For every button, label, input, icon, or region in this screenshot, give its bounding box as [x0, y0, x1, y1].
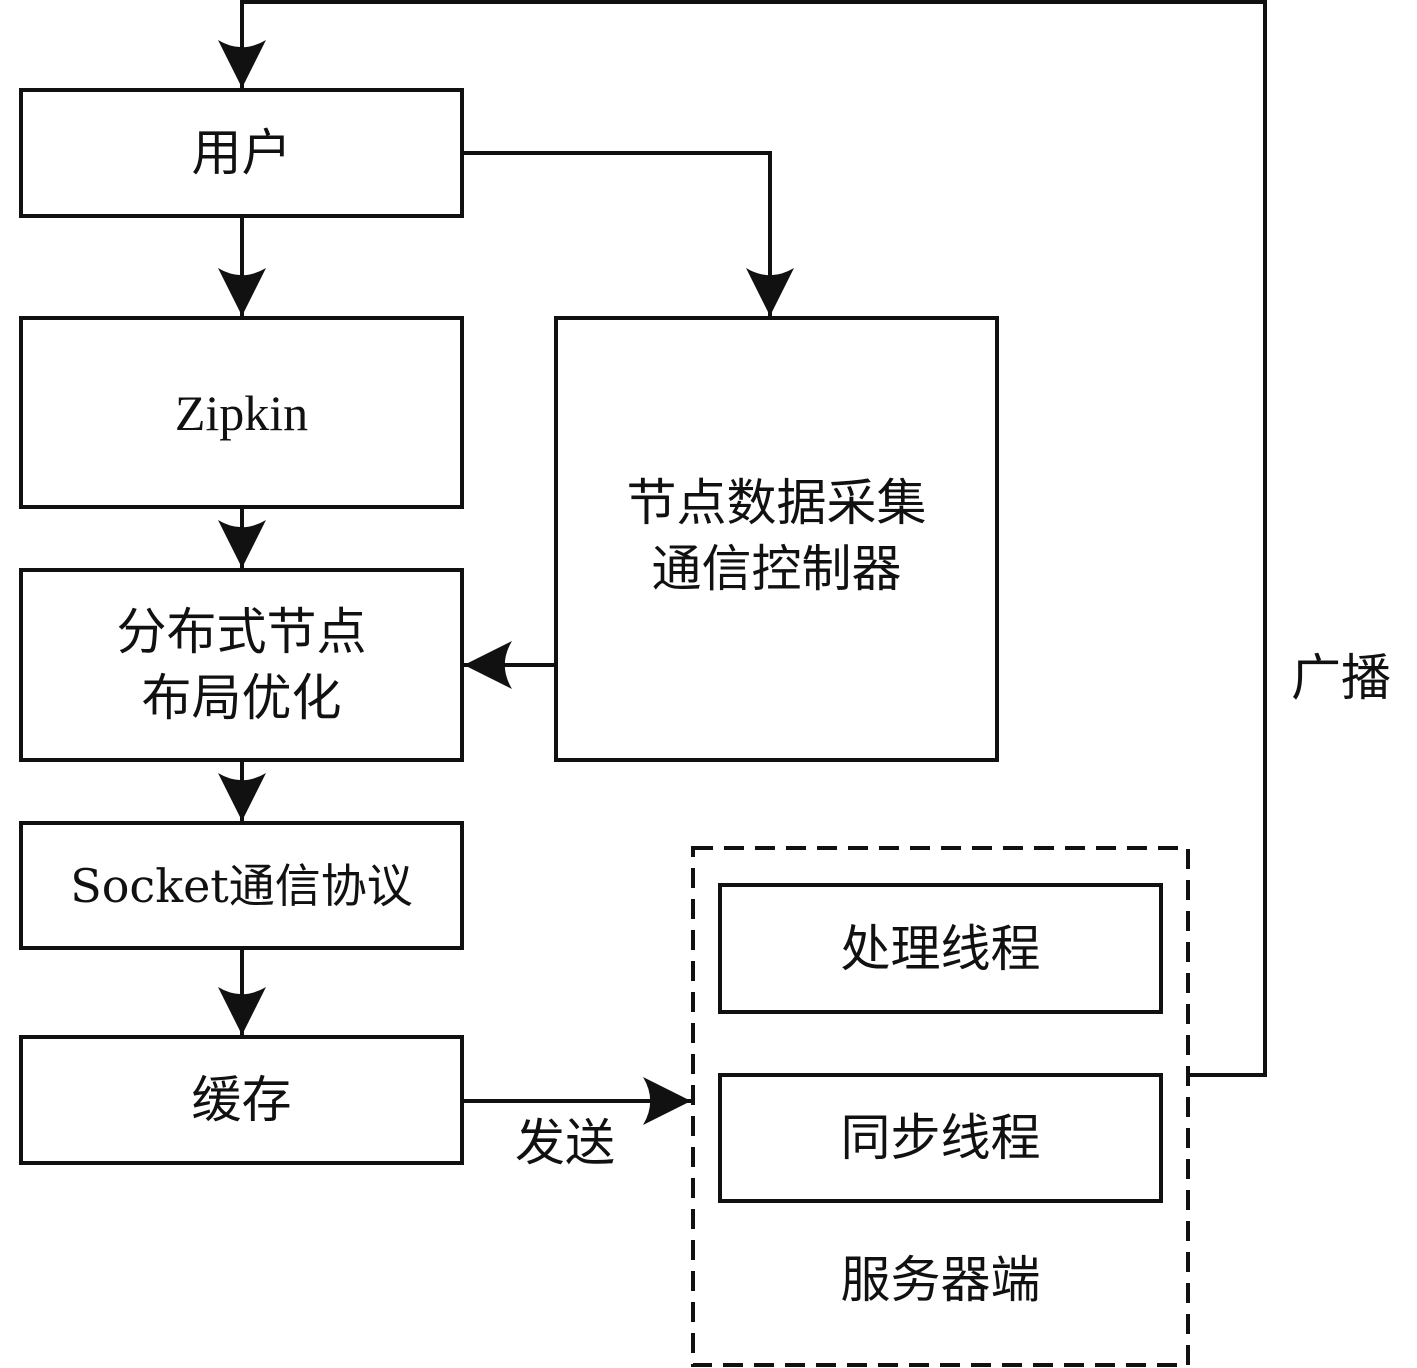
node-user-box — [19, 88, 464, 218]
server-group-dashed-box — [691, 846, 1190, 1367]
node-sync-thread-box — [718, 1073, 1163, 1203]
node-socket-box — [19, 821, 464, 950]
node-collector-box — [554, 316, 999, 762]
node-process-thread-box — [718, 883, 1163, 1014]
node-layout-opt-box — [19, 568, 464, 762]
edge-user-to-collector — [462, 151, 794, 316]
node-cache-box — [19, 1035, 464, 1165]
node-zipkin-box — [19, 316, 464, 509]
edge-server-broadcast-to-user — [218, 0, 1267, 1077]
